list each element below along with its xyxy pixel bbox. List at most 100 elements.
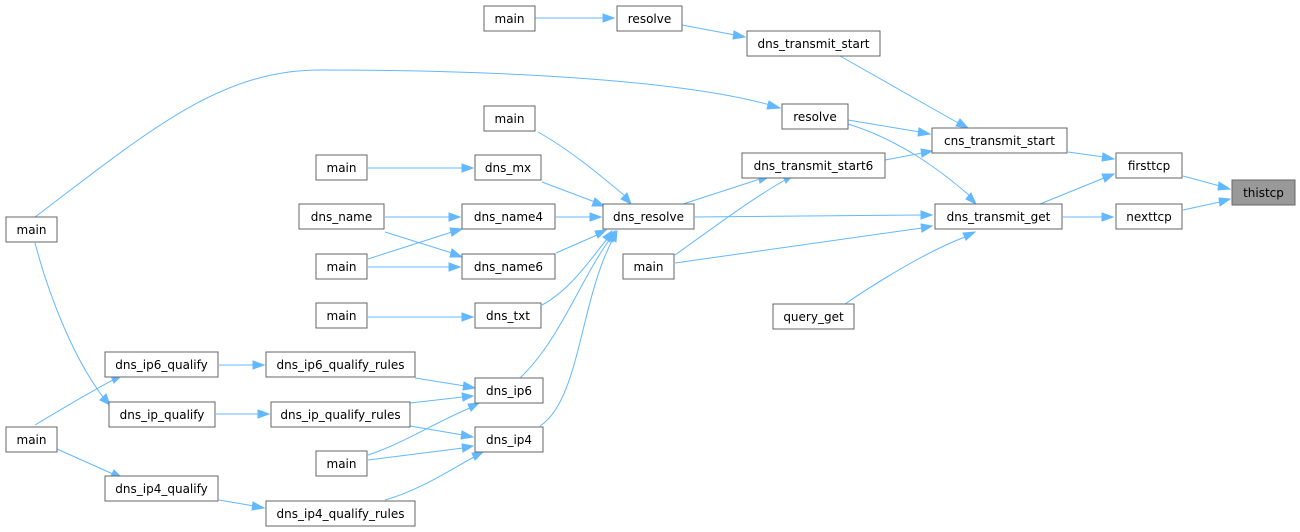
edge-query-get-to-dns-transmit-get <box>844 231 977 305</box>
node-main-ip[interactable]: main <box>315 450 368 477</box>
edge-main-left-to-dns-ip-qualify <box>34 242 111 407</box>
edge-dns-ip-qualify-rules-to-dns-ip6 <box>409 392 475 404</box>
node-label: dns_transmit_start6 <box>754 159 874 173</box>
edge-main-to-dns-txt <box>368 312 475 322</box>
node-dns-ip6-qualify[interactable]: dns_ip6_qualify <box>104 351 219 378</box>
node-main-txt[interactable]: main <box>315 302 368 329</box>
node-resolve-mid[interactable]: resolve <box>781 103 849 130</box>
node-label: cns_transmit_start <box>944 134 1055 148</box>
node-label: dns_name4 <box>474 210 543 224</box>
node-label: main <box>327 161 357 175</box>
edge-cns-transmit-start-to-firsttcp <box>1067 151 1116 162</box>
node-layer: main resolve dns_transmit_start resolve … <box>5 5 1296 527</box>
edge-dns-ip-qualify-rules-to-dns-ip4 <box>409 425 475 440</box>
node-label: dns_txt <box>486 309 530 323</box>
edge-dns-transmit-get-to-firsttcp <box>1039 173 1116 205</box>
node-main-mx[interactable]: main <box>315 154 368 181</box>
node-dns-name4[interactable]: dns_name4 <box>461 203 556 230</box>
node-main-bottom-left[interactable]: main <box>5 426 58 453</box>
edge-resolve-mid-to-dns-transmit-get <box>847 123 978 206</box>
node-dns-transmit-get[interactable]: dns_transmit_get <box>934 203 1063 230</box>
node-dns-mx[interactable]: dns_mx <box>474 154 542 181</box>
node-label: dns_ip6_qualify <box>115 358 207 372</box>
node-label: dns_ip_qualify_rules <box>280 408 400 422</box>
edge-main-mid-to-dns-transmit-get <box>674 223 934 264</box>
node-main-top[interactable]: main <box>483 5 536 32</box>
node-label: dns_ip4_qualify <box>115 482 207 496</box>
node-label: dns_transmit_start <box>757 37 869 51</box>
node-dns-transmit-start[interactable]: dns_transmit_start <box>746 30 881 57</box>
edge-dns-ip6-qualify-to-rules <box>219 360 266 370</box>
node-dns-ip-qualify[interactable]: dns_ip_qualify <box>108 401 216 428</box>
node-thistcp[interactable]: thistcp <box>1231 179 1296 206</box>
node-dns-ip6[interactable]: dns_ip6 <box>474 377 544 404</box>
edge-resolve-mid-to-cns-transmit-start <box>847 119 932 137</box>
node-label: dns_name6 <box>474 260 543 274</box>
node-label: main <box>17 223 47 237</box>
node-dns-ip4-qualify[interactable]: dns_ip4_qualify <box>104 475 219 502</box>
node-dns-ip6-qualify-rules[interactable]: dns_ip6_qualify_rules <box>265 351 416 378</box>
edge-dns-name-to-dns-name6 <box>384 231 464 258</box>
node-label: dns_ip6 <box>486 384 532 398</box>
edge-dns-ip4-qualify-to-rules <box>218 499 266 511</box>
edge-dns-name4-to-dns-resolve <box>556 212 603 222</box>
node-dns-ip4[interactable]: dns_ip4 <box>474 426 544 453</box>
edge-main-ip-to-dns-ip4 <box>367 443 475 461</box>
node-dns-resolve[interactable]: dns_resolve <box>602 203 695 230</box>
node-label: firsttcp <box>1128 159 1170 173</box>
node-label: main <box>495 12 525 26</box>
edge-main-left-to-resolve-mid <box>34 69 782 218</box>
node-label: main <box>495 112 525 126</box>
node-label: dns_ip4_qualify_rules <box>277 507 405 521</box>
edge-dns-ip4-to-dns-resolve <box>539 229 618 427</box>
node-label: main <box>327 260 357 274</box>
node-label: main <box>327 309 357 323</box>
edge-dns-resolve-to-dns-transmit-start6 <box>679 174 772 206</box>
edge-firsttcp-to-thistcp <box>1182 175 1232 191</box>
node-label: dns_resolve <box>613 210 684 224</box>
node-dns-ip-qualify-rules[interactable]: dns_ip_qualify_rules <box>270 401 411 428</box>
edge-dns-transmit-start-to-cns-transmit-start <box>839 55 970 129</box>
node-label: main <box>327 457 357 471</box>
node-label: dns_ip_qualify <box>120 408 205 422</box>
edge-dns-name6-to-dns-resolve <box>555 229 608 254</box>
node-label: thistcp <box>1243 186 1284 200</box>
edge-main-to-dns-resolve-top <box>537 131 632 206</box>
edge-dns-transmit-get-to-nexttcp <box>1063 212 1115 222</box>
node-cns-transmit-start[interactable]: cns_transmit_start <box>931 127 1068 154</box>
node-label: resolve <box>628 12 671 26</box>
edge-main-to-resolve-top <box>535 13 616 23</box>
node-label: dns_ip4 <box>486 433 532 447</box>
node-label: resolve <box>793 110 836 124</box>
edge-dns-ip-qualify-to-rules <box>216 409 271 419</box>
edge-main-to-dns-name6 <box>368 262 462 272</box>
node-label: dns_ip6_qualify_rules <box>277 358 405 372</box>
node-firsttcp[interactable]: firsttcp <box>1115 152 1183 179</box>
edge-main-ip-to-dns-ip6 <box>367 402 481 456</box>
edge-layer <box>34 13 1232 511</box>
node-label: query_get <box>783 310 844 324</box>
node-label: dns_transmit_get <box>947 210 1051 224</box>
edge-main-to-dns-name4 <box>367 227 464 260</box>
edge-dns-name-to-dns-name4 <box>385 212 462 222</box>
node-label: nexttcp <box>1126 210 1172 224</box>
node-label: main <box>17 433 47 447</box>
node-dns-ip4-qualify-rules[interactable]: dns_ip4_qualify_rules <box>265 500 416 527</box>
node-dns-txt[interactable]: dns_txt <box>474 302 542 329</box>
node-dns-name6[interactable]: dns_name6 <box>461 253 556 280</box>
node-label: dns_name <box>311 210 373 224</box>
node-nexttcp[interactable]: nexttcp <box>1115 203 1183 230</box>
node-resolve-top[interactable]: resolve <box>616 5 683 32</box>
node-main-dns-resolve[interactable]: main <box>483 105 536 132</box>
node-dns-name[interactable]: dns_name <box>298 203 385 230</box>
edge-main-bl-to-dns-ip4-qualify <box>56 448 124 479</box>
node-label: dns_mx <box>485 161 531 175</box>
edge-dns-ip6-qualify-rules-to-dns-ip6 <box>414 377 477 391</box>
node-dns-transmit-start6[interactable]: dns_transmit_start6 <box>741 152 886 179</box>
node-main-name6[interactable]: main <box>315 253 368 280</box>
node-main-left[interactable]: main <box>5 216 58 243</box>
edge-dns-mx-to-dns-resolve <box>541 181 606 207</box>
node-query-get[interactable]: query_get <box>772 303 855 330</box>
node-main-mid[interactable]: main <box>622 253 675 280</box>
